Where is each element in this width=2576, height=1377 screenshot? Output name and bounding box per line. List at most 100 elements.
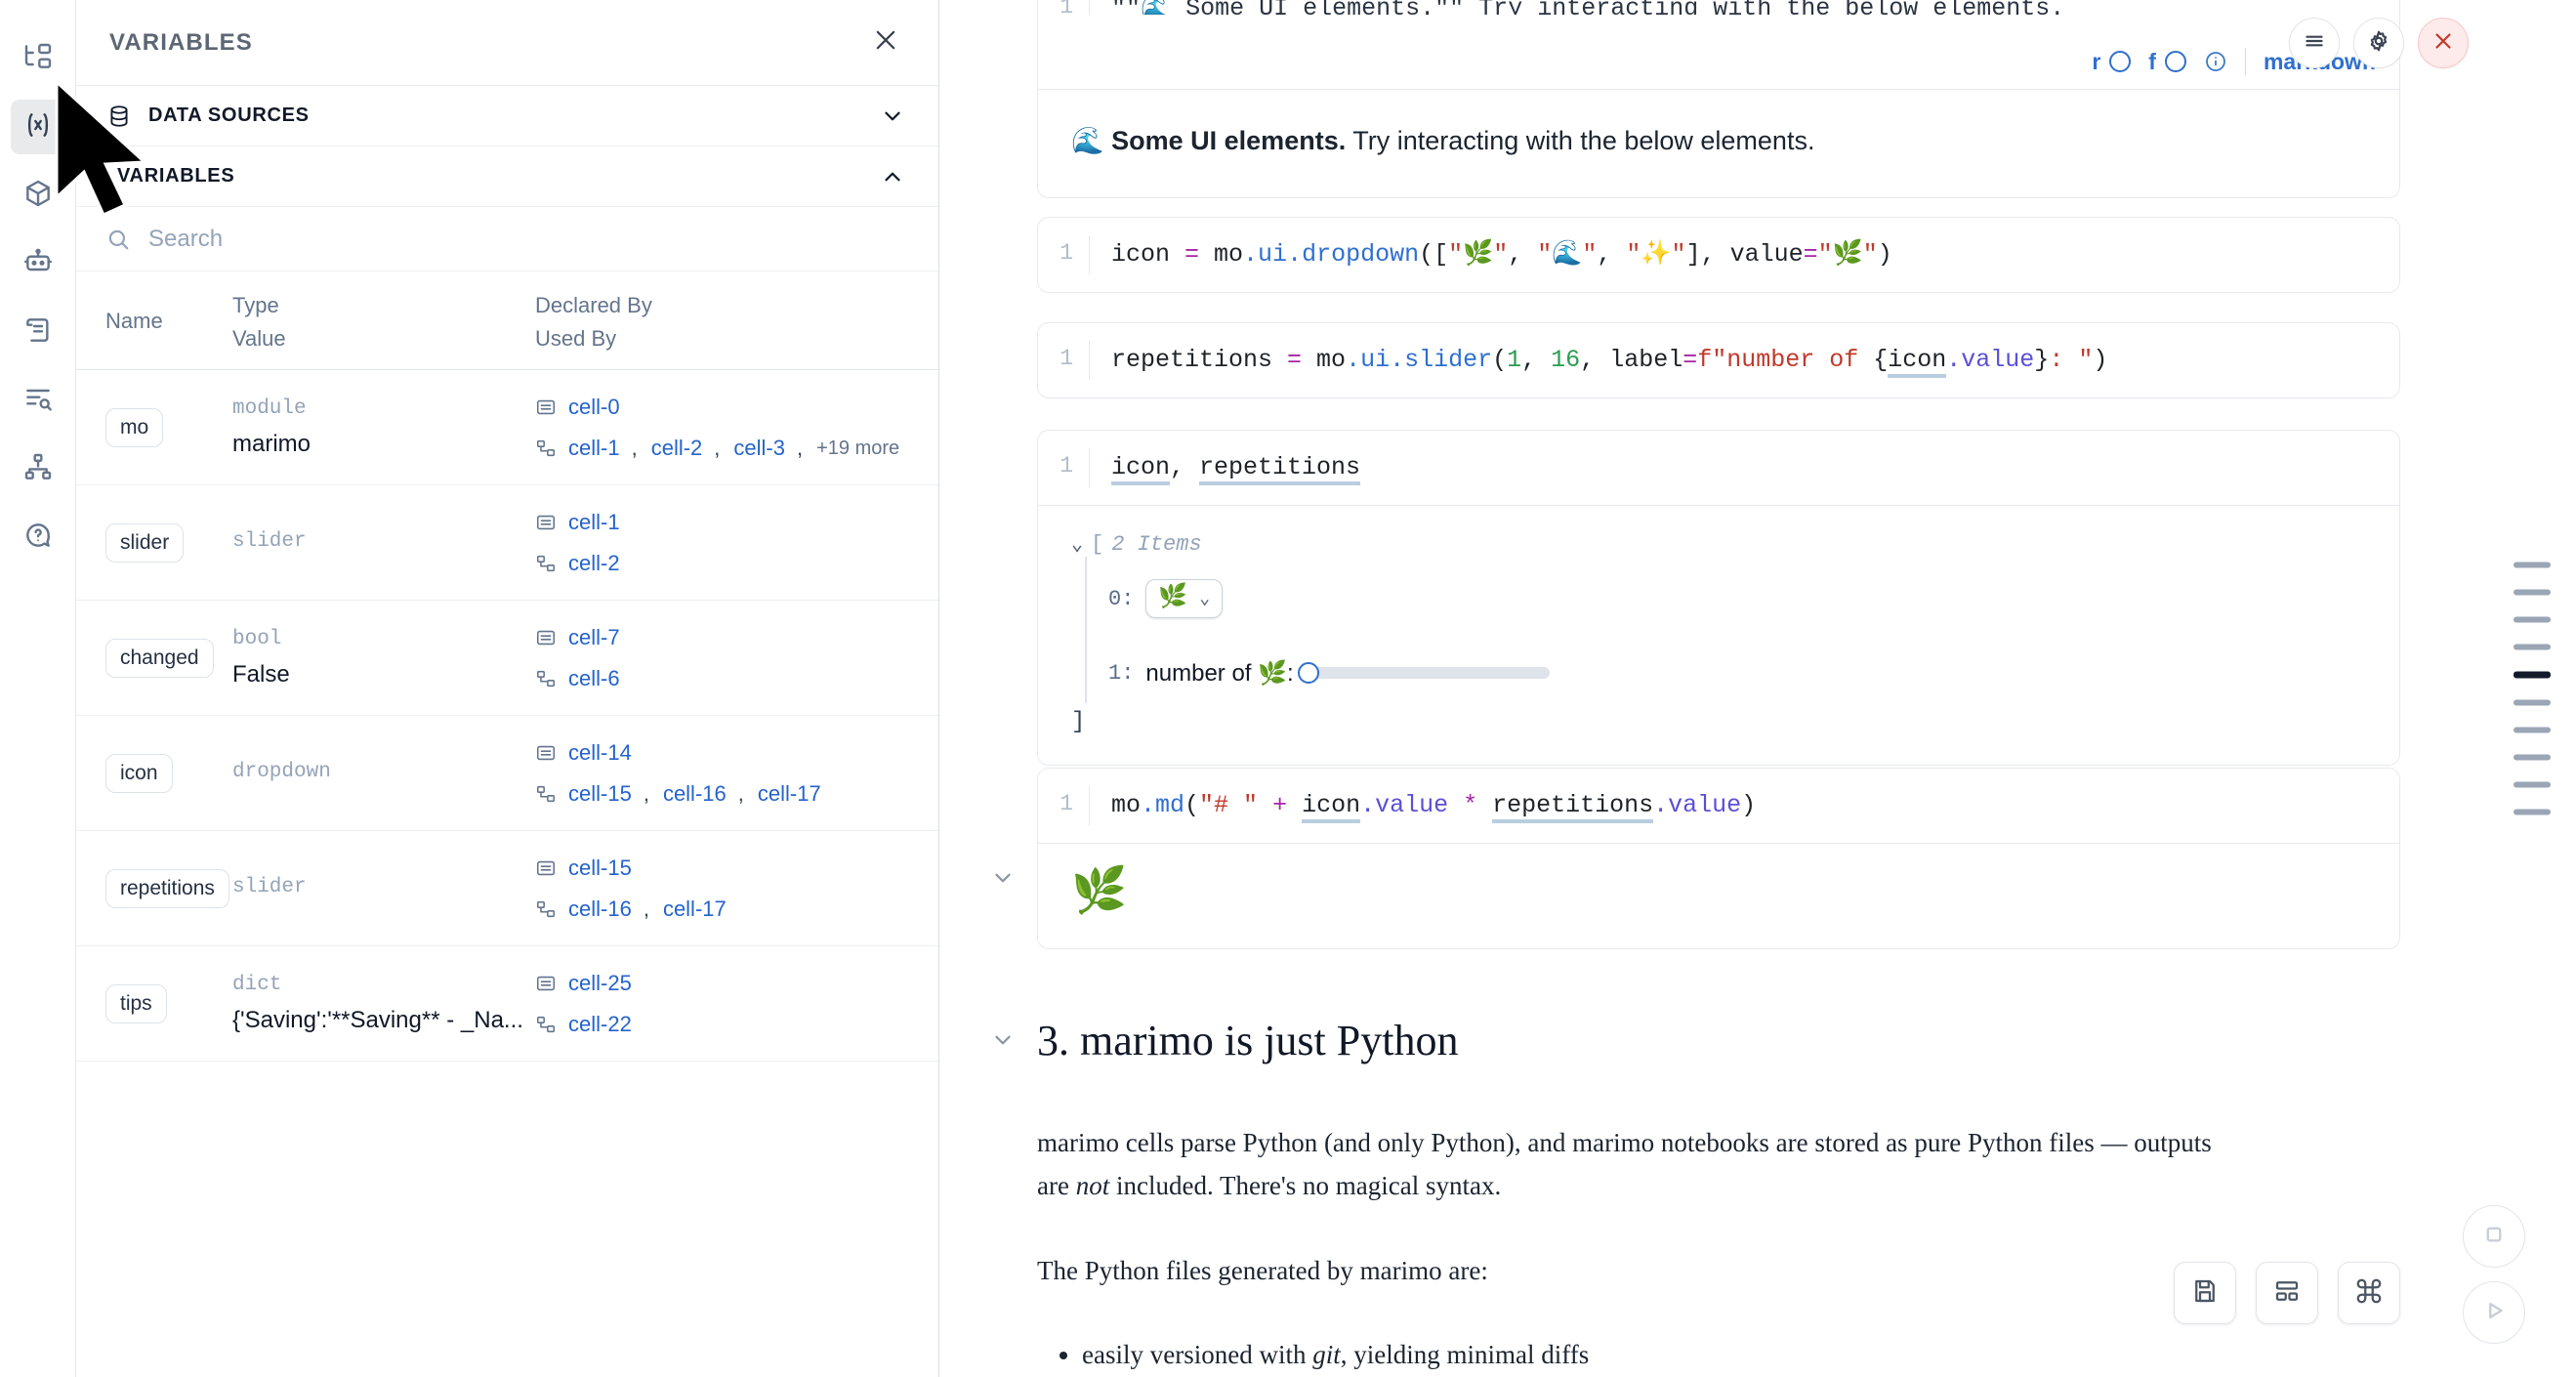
sidebar-item-file-explorer[interactable] [11, 31, 65, 86]
code-icon-token-15: ) [1877, 240, 1892, 269]
code-icon-token-0: icon [1111, 240, 1185, 269]
icon-dropdown-select[interactable]: 🌿 ⌄ [1145, 579, 1224, 618]
minimap-cell-marker[interactable] [2514, 754, 2551, 761]
used-by-link[interactable]: cell-16 [662, 780, 727, 806]
column-header-type: Type [232, 293, 279, 317]
section-data-sources[interactable]: DATA SOURCES [76, 86, 938, 146]
save-notebook-button[interactable] [2174, 1262, 2236, 1324]
minimap-cell-marker[interactable] [2514, 727, 2551, 733]
chevron-down-icon[interactable] [880, 104, 905, 129]
cell-toolbar: r f markdown [1038, 34, 2399, 90]
cell-menu-button[interactable] [2289, 18, 2340, 68]
dropdown-value: 🌿 [1158, 585, 1188, 611]
used-by-more-label[interactable]: +19 more [816, 437, 900, 459]
code-icon-token-8: "🌊" [1537, 240, 1598, 269]
variable-name-chip[interactable]: icon [105, 753, 173, 793]
slider-track[interactable] [1297, 662, 1550, 684]
info-circle-icon[interactable] [2204, 50, 2227, 73]
minimap-cell-marker[interactable] [2514, 644, 2551, 650]
code-md-token-7: * [1448, 791, 1493, 819]
sidebar-item-dependency-graph[interactable] [11, 441, 65, 496]
section-variables[interactable]: VARIABLES [76, 146, 938, 207]
format-toggle[interactable]: f [2148, 49, 2186, 75]
used-by-link[interactable]: cell-15 [568, 780, 632, 806]
code-icon-token-14: "🌿" [1817, 240, 1878, 269]
code-editor[interactable]: 1 repetitions = mo.ui.slider(1, 16, labe… [1037, 322, 2400, 398]
command-palette-button[interactable] [2338, 1262, 2400, 1324]
robot-icon [22, 246, 54, 282]
code-repetitions-token-6: 1 [1507, 346, 1522, 374]
minimap-cell-marker[interactable] [2514, 671, 2551, 679]
markdown-bold-text: 🌊 Some UI elements. [1071, 125, 1347, 155]
interrupt-button[interactable] [2463, 1205, 2525, 1268]
variable-name-chip[interactable]: changed [105, 638, 214, 678]
sidebar-item-help[interactable] [11, 510, 65, 564]
layout-button[interactable] [2256, 1262, 2318, 1324]
variable-name-chip[interactable]: repetitions [105, 868, 229, 908]
variable-name-chip[interactable]: tips [105, 983, 167, 1023]
slider-thumb[interactable] [1297, 662, 1319, 684]
declared-by-link[interactable]: cell-7 [568, 624, 620, 649]
run-on-change-toggle[interactable]: r [2092, 49, 2132, 75]
save-icon [2190, 1276, 2220, 1311]
sidebar-item-packages[interactable] [11, 168, 65, 223]
minimap-cell-marker[interactable] [2514, 589, 2551, 596]
variable-name-chip[interactable]: slider [105, 522, 185, 563]
code-text[interactable]: ""🌊 Some UI elements."" Try interacting … [1089, 0, 2399, 15]
minimap-cell-marker[interactable] [2514, 809, 2551, 815]
code-text[interactable]: mo.md("# " + icon.value * repetitions.va… [1089, 786, 2399, 825]
used-by-link[interactable]: cell-6 [568, 665, 620, 690]
toggle-r-circle[interactable] [2109, 51, 2132, 73]
code-editor[interactable]: 1 icon = mo.ui.dropdown(["🌿", "🌊", "✨"],… [1037, 217, 2400, 293]
declared-by-link[interactable]: cell-25 [568, 970, 632, 995]
variable-type: dict [232, 973, 282, 996]
cell-divider [1038, 505, 2399, 506]
used-by-link[interactable]: cell-2 [650, 435, 703, 460]
declared-by-link[interactable]: cell-14 [568, 739, 632, 765]
list-output-header[interactable]: ⌄ [ 2 Items [1071, 531, 2366, 558]
code-editor[interactable]: 1 ""🌊 Some UI elements."" Try interactin… [1038, 0, 2399, 35]
notebook-minimap[interactable] [2514, 562, 2551, 815]
sidebar-item-find-replace[interactable] [11, 373, 65, 428]
declared-by-link[interactable]: cell-15 [568, 855, 632, 880]
used-by-link[interactable]: cell-2 [568, 550, 620, 575]
sidebar-item-chat-assistant[interactable] [11, 236, 65, 291]
used-by-link[interactable]: cell-1 [568, 435, 620, 460]
sidebar-item-variables[interactable] [10, 100, 65, 154]
used-by-link[interactable]: cell-17 [757, 780, 821, 806]
code-editor[interactable]: 1 icon, repetitions [1038, 431, 2399, 505]
minimap-cell-marker[interactable] [2514, 562, 2551, 568]
toggle-f-circle[interactable] [2164, 51, 2186, 73]
notebook-main: 1 ""🌊 Some UI elements."" Try interactin… [939, 0, 2576, 1377]
minimap-cell-marker[interactable] [2514, 699, 2551, 706]
declared-by-link[interactable]: cell-0 [568, 394, 620, 419]
chevron-down-icon[interactable]: ⌄ [1071, 534, 1084, 557]
minimap-cell-marker[interactable] [2514, 781, 2551, 788]
cell-settings-button[interactable] [2353, 18, 2404, 68]
panel-close-button[interactable] [866, 23, 905, 63]
repetitions-slider[interactable] [1297, 662, 1550, 684]
used-by-link[interactable]: cell-17 [662, 896, 727, 921]
code-text[interactable]: repetitions = mo.ui.slider(1, 16, label=… [1089, 341, 2399, 380]
minimap-cell-marker[interactable] [2514, 616, 2551, 623]
collapse-cell-chevron[interactable] [990, 865, 1016, 896]
declared-by-link[interactable]: cell-1 [568, 509, 620, 534]
run-all-button[interactable] [2463, 1281, 2525, 1344]
cell-delete-button[interactable] [2418, 18, 2469, 68]
gear-icon [2366, 28, 2391, 59]
code-md-token-2: ( [1184, 791, 1200, 819]
chevron-up-icon[interactable] [880, 164, 905, 189]
help-circle-icon [22, 520, 54, 556]
code-editor[interactable]: 1 mo.md("# " + icon.value * repetitions.… [1038, 769, 2399, 843]
code-repetitions-token-2: mo [1316, 346, 1347, 374]
variable-name-chip[interactable]: mo [105, 407, 164, 447]
used-by-link[interactable]: cell-22 [568, 1011, 632, 1036]
search-input[interactable] [148, 225, 909, 253]
close-icon [872, 26, 899, 59]
sidebar-item-scratchpad[interactable] [11, 305, 65, 359]
used-by-link[interactable]: cell-16 [568, 896, 632, 921]
code-text[interactable]: icon = mo.ui.dropdown(["🌿", "🌊", "✨"], v… [1089, 235, 2399, 274]
used-by-link[interactable]: cell-3 [733, 435, 785, 460]
collapse-section-chevron[interactable] [990, 1027, 1016, 1058]
code-text[interactable]: icon, repetitions [1089, 448, 2399, 487]
